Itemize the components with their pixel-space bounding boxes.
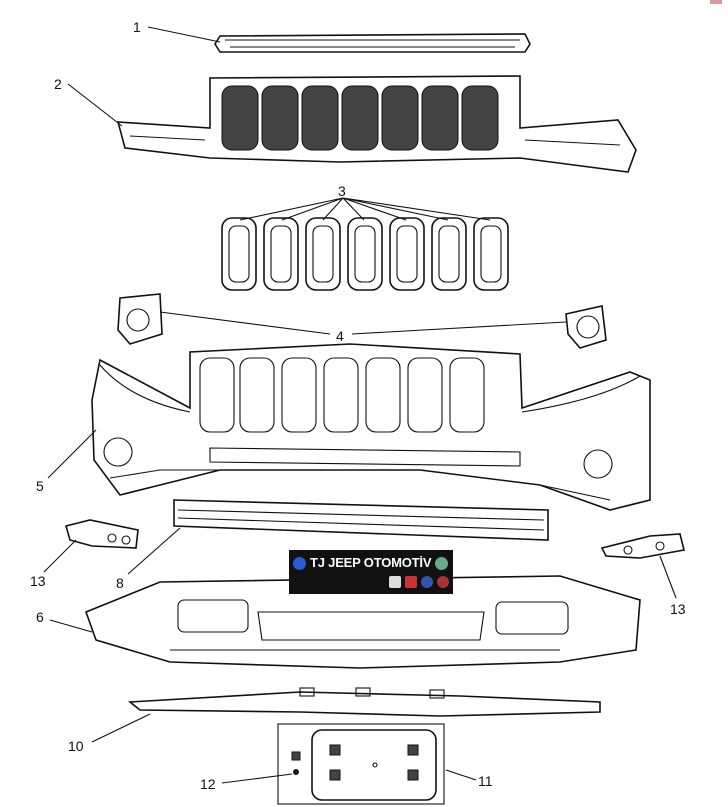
watermark-banner: TJ JEEP OTOMOTİV: [289, 550, 453, 594]
callout-6: 6: [36, 609, 44, 625]
part-1-grille-upper-bracket: [214, 33, 531, 53]
callout-2: 2: [54, 76, 62, 92]
watermark-bottom-row: [293, 576, 449, 588]
brand-badge-icon: [421, 576, 433, 588]
callout-5: 5: [36, 478, 44, 494]
callout-12: 12: [200, 776, 216, 792]
callout-10: 10: [68, 738, 84, 754]
brand-badge-icon: [293, 556, 306, 570]
part-3-grille-bezels: [221, 217, 509, 291]
brand-badge-icon: [435, 556, 449, 570]
callout-4: 4: [336, 328, 344, 344]
callout-8: 8: [116, 575, 124, 591]
part-2-grille: [116, 75, 637, 173]
brand-badge-icon: [405, 576, 417, 588]
callout-13-left: 13: [30, 573, 46, 589]
callout-1: 1: [133, 19, 141, 35]
corner-mark: [710, 0, 722, 4]
part-11-license-bracket: [277, 723, 445, 805]
part-13-brackets: [65, 519, 685, 559]
brand-badge-icon: [389, 576, 401, 588]
watermark-title: TJ JEEP OTOMOTİV: [310, 555, 432, 570]
watermark-top-row: TJ JEEP OTOMOTİV: [293, 553, 449, 573]
callout-3: 3: [338, 183, 346, 199]
part-10-skid-plate: [127, 687, 601, 717]
part-4-fog-lamp-bezels: [117, 293, 607, 349]
callout-13-right: 13: [670, 601, 686, 617]
brand-badge-icon: [437, 576, 449, 588]
leader-lines: [43, 26, 677, 784]
part-5-front-fascia: [91, 343, 651, 511]
callout-11: 11: [478, 773, 493, 789]
part-8-lower-grille: [173, 499, 549, 541]
